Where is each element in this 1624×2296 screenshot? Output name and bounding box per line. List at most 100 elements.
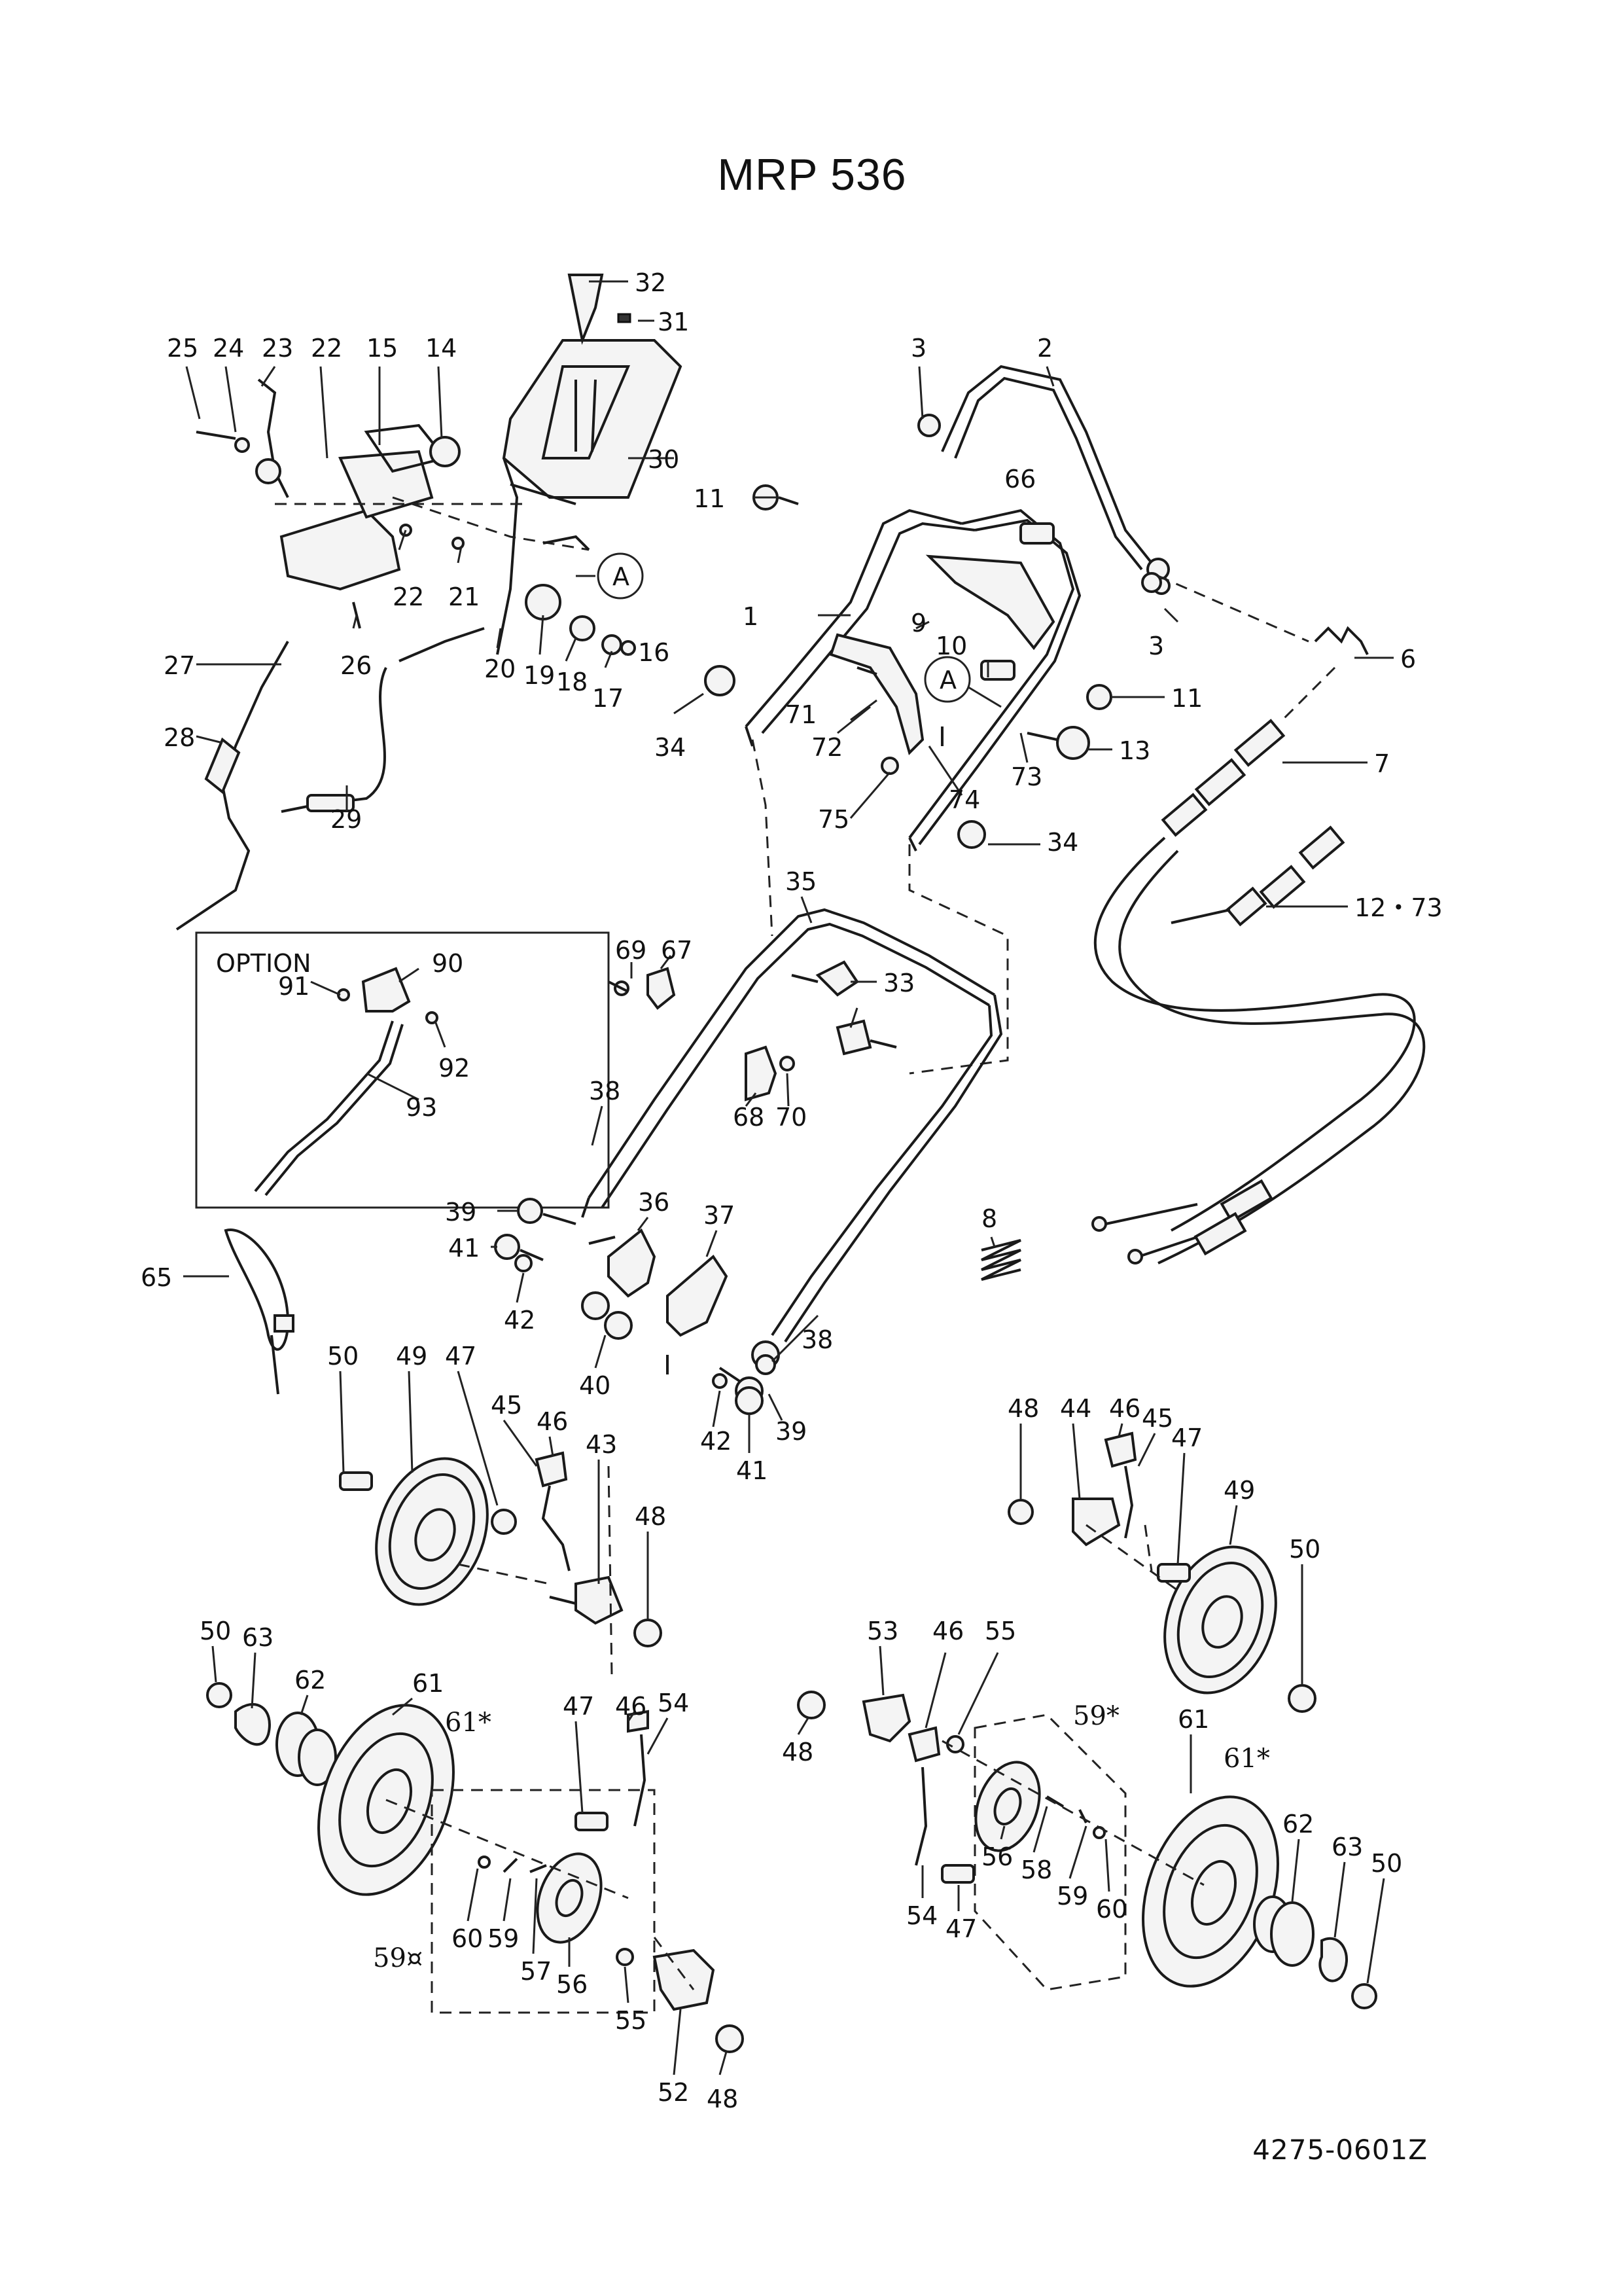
part-label: 19 xyxy=(523,661,555,690)
part-label: 48 xyxy=(1008,1394,1039,1423)
part-label: 56 xyxy=(556,1970,588,1999)
nut-34a xyxy=(704,665,735,696)
option-bar-93 xyxy=(254,967,438,1196)
part-label: 61 xyxy=(1178,1705,1209,1734)
part-label: 50 xyxy=(1289,1535,1320,1564)
part-label: 36 xyxy=(638,1188,669,1217)
part-label: 90 xyxy=(432,949,463,978)
part-label: 46 xyxy=(537,1407,568,1436)
part-label: 50 xyxy=(327,1342,359,1371)
spring-8 xyxy=(981,1239,1021,1281)
part-label: 11 xyxy=(1171,684,1203,713)
part-label: 62 xyxy=(294,1666,326,1695)
part-label: 61* xyxy=(1224,1744,1270,1774)
washer-3b xyxy=(1141,572,1162,593)
part-label: 72 xyxy=(811,733,843,762)
callout-a-1: A xyxy=(597,552,644,600)
drawing-code: 4275-0601Z xyxy=(1252,2134,1428,2166)
bolt-66 xyxy=(1019,522,1055,545)
part-label: 47 xyxy=(563,1692,594,1721)
ratchet-box-left xyxy=(431,1789,656,2014)
part-label: 68 xyxy=(733,1103,764,1132)
wheel-61-right xyxy=(1142,1795,1377,2009)
ratchet-parts-right xyxy=(797,1691,1106,1884)
part-label: 27 xyxy=(164,651,195,680)
part-label: 71 xyxy=(785,700,817,729)
part-label: 39 xyxy=(445,1198,476,1227)
part-label: 23 xyxy=(262,334,293,363)
part-label: 75 xyxy=(818,805,849,834)
part-label: 67 xyxy=(661,936,692,965)
part-label: 20 xyxy=(484,655,516,683)
part-label: 65 xyxy=(141,1263,172,1292)
part-label: 25 xyxy=(167,334,198,363)
part-label: 35 xyxy=(785,867,817,896)
assembly-line xyxy=(392,496,590,551)
part-label: 50 xyxy=(200,1617,231,1645)
knob-13 xyxy=(1056,726,1090,760)
part-label: 60 xyxy=(451,1924,483,1953)
part-label: 38 xyxy=(802,1325,833,1354)
callout-a-1-label: A xyxy=(612,562,629,591)
part-label: 58 xyxy=(1021,1856,1052,1884)
height-lever-left xyxy=(491,1451,662,1647)
part-label: 57 xyxy=(520,1957,552,1986)
part-label: 34 xyxy=(1047,828,1078,857)
part-label: 50 xyxy=(1371,1849,1402,1878)
part-label: 9 xyxy=(911,609,927,637)
part-label: 52 xyxy=(658,2078,689,2107)
part-label: 59* xyxy=(1073,1701,1120,1731)
part-label: 13 xyxy=(1119,736,1150,765)
part-label: 3 xyxy=(911,334,927,363)
part-label: 61 xyxy=(412,1669,444,1698)
part-label: 43 xyxy=(586,1430,617,1459)
part-label: 16 xyxy=(638,638,669,667)
leader-lines xyxy=(183,280,1394,2075)
part-label: 48 xyxy=(707,2085,738,2113)
part-label: 54 xyxy=(658,1689,689,1717)
part-label: 66 xyxy=(1004,465,1036,493)
part-label: 24 xyxy=(213,334,244,363)
option-box xyxy=(195,931,610,1209)
page-title: MRP 536 xyxy=(717,150,907,200)
part-label: 46 xyxy=(932,1617,964,1645)
wheel-49-right xyxy=(1163,1545,1316,1713)
part-label: 56 xyxy=(981,1842,1013,1871)
ratchet-box-right xyxy=(974,1713,1127,1991)
lower-handle xyxy=(581,908,1003,1343)
part-label: 7 xyxy=(1374,749,1390,778)
part-label: 18 xyxy=(556,668,588,696)
throttle-cable xyxy=(1091,719,1426,1265)
part-label: 21 xyxy=(448,583,480,611)
part-label: 61* xyxy=(445,1708,491,1738)
bolt-11b xyxy=(1086,684,1112,710)
part-label: 22 xyxy=(393,583,424,611)
part-label: 42 xyxy=(700,1427,732,1456)
part-label: 26 xyxy=(340,651,372,680)
part-label: 54 xyxy=(906,1901,938,1930)
part-label: 1 xyxy=(743,602,758,631)
part-label: 39 xyxy=(775,1417,807,1446)
callout-a-2-label: A xyxy=(940,666,957,694)
ratchet-parts-left xyxy=(478,1710,744,2053)
part-label: 42 xyxy=(504,1306,535,1335)
nut-34b xyxy=(957,820,986,849)
part-label: 47 xyxy=(1171,1424,1203,1452)
part-label: 53 xyxy=(867,1617,898,1645)
part-label: 31 xyxy=(658,308,689,336)
part-label: 30 xyxy=(648,445,679,474)
part-label: 59 xyxy=(1057,1882,1088,1910)
part-label: 38 xyxy=(589,1077,620,1105)
part-label: 93 xyxy=(406,1093,437,1122)
part-label: 49 xyxy=(396,1342,427,1371)
part-label: 91 xyxy=(278,972,309,1001)
part-label: 37 xyxy=(703,1201,735,1230)
part-label: 74 xyxy=(949,785,980,814)
handle-knobs xyxy=(608,960,897,1102)
part-label: 45 xyxy=(1142,1404,1173,1433)
part-label: 41 xyxy=(736,1456,768,1485)
part-label: 34 xyxy=(654,733,686,762)
bolt-10 xyxy=(980,660,1015,681)
